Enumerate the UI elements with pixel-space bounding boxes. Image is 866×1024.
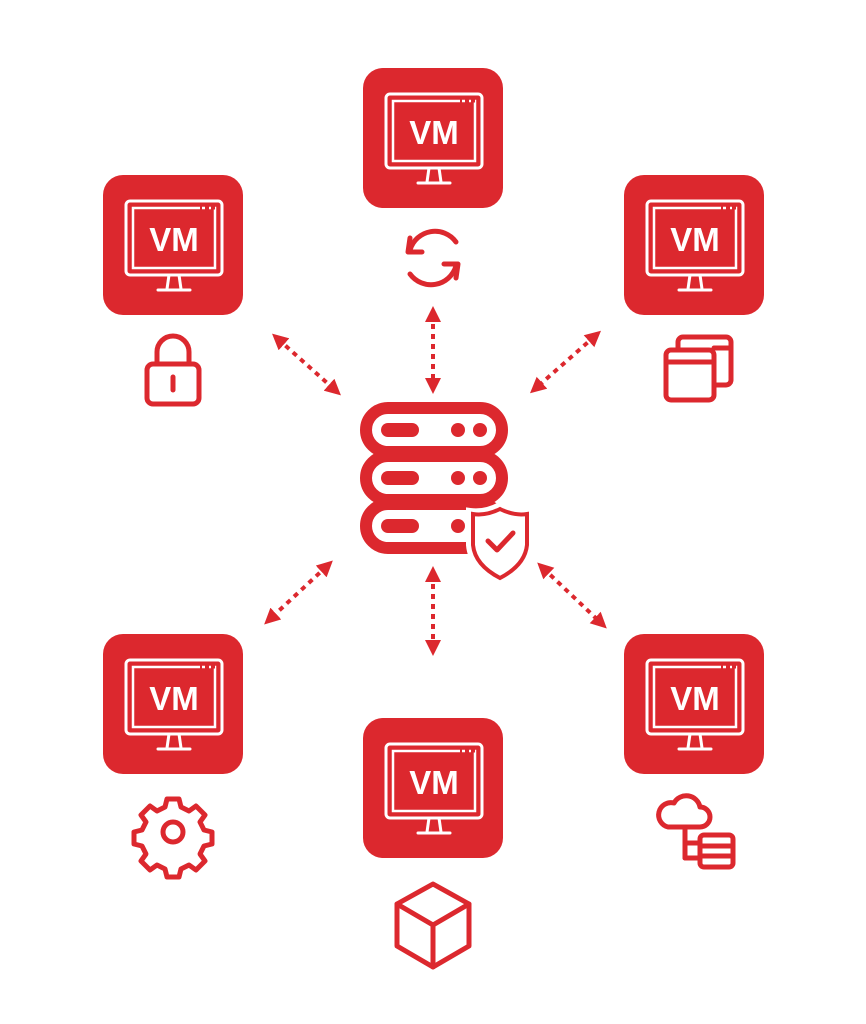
vm-label: VM	[149, 680, 199, 717]
vm-tile-top-left: VM	[101, 173, 245, 317]
vm-tile-top-right: VM	[622, 173, 766, 317]
connection-arrow-bottom-left	[264, 560, 333, 625]
vm-label: VM	[149, 221, 199, 258]
connection-arrow-bottom-right	[537, 562, 607, 629]
connection-arrow-top-left	[272, 333, 341, 396]
vm-tile-bottom-right: VM	[622, 632, 766, 776]
connection-arrow-top-right	[529, 330, 602, 394]
cloud-database-icon	[656, 793, 736, 870]
cube-icon	[394, 881, 472, 970]
vm-label: VM	[409, 114, 459, 151]
sync-icon	[405, 228, 461, 288]
vm-tile-bottom-left: VM	[101, 632, 245, 776]
vm-label: VM	[670, 680, 720, 717]
vm-tile-top: VM	[361, 66, 505, 210]
gear-icon	[131, 796, 215, 880]
windows-stack-icon	[663, 334, 734, 403]
vm-tile-bottom: VM	[361, 716, 505, 860]
lock-icon	[144, 333, 202, 407]
vm-label: VM	[409, 764, 459, 801]
server-with-shield-check-icon	[360, 402, 534, 587]
vm-label: VM	[670, 221, 720, 258]
